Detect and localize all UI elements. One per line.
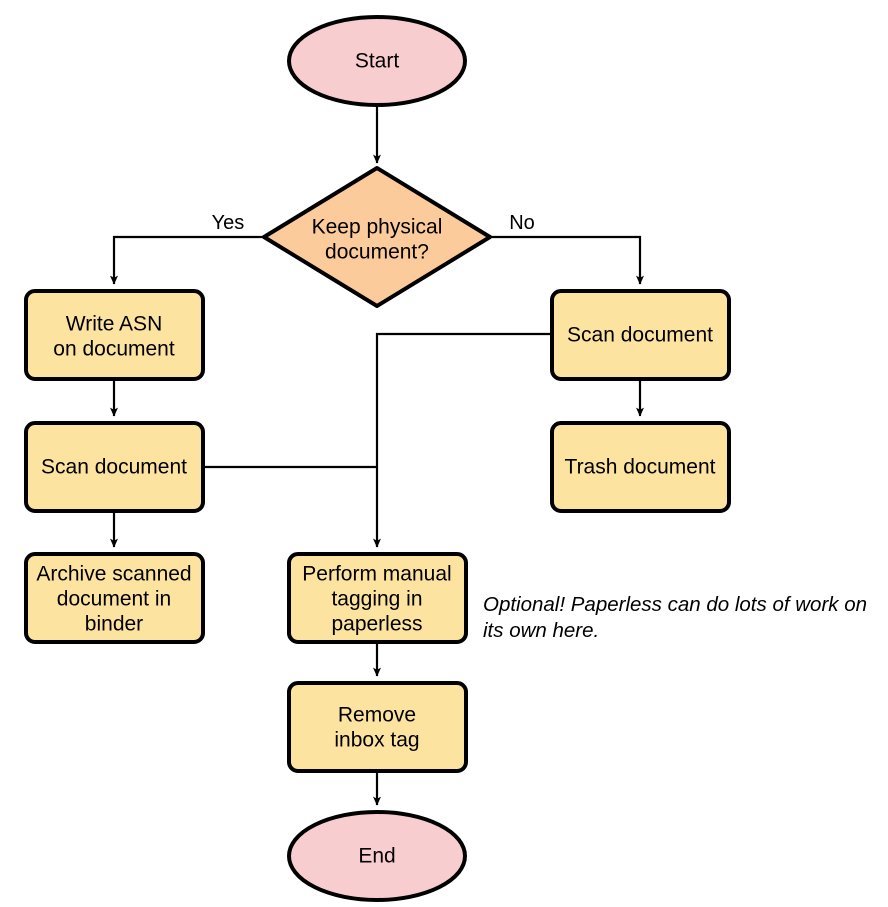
edge-decision-to-write-asn — [110, 235, 264, 285]
decision-label-line-2: document? — [325, 241, 429, 264]
remove-inbox-tag-label-line-1: Remove — [338, 704, 416, 727]
edge-scan-right-to-tagging — [373, 332, 552, 548]
optional-note-annotation: Optional! Paperless can do lots of work … — [483, 593, 867, 642]
decision-diamond — [262, 166, 492, 308]
edge-label-no: No — [509, 212, 535, 234]
edge-label-yes: Yes — [212, 212, 245, 234]
edge-decision-to-scan-right — [490, 235, 644, 285]
node-start[interactable]: Start — [287, 15, 467, 107]
archive-label-line-3: binder — [85, 613, 143, 636]
end-ellipse — [287, 810, 467, 902]
archive-scanned-box — [24, 552, 205, 644]
node-scan-document-right[interactable]: Scan document — [550, 289, 731, 381]
annotation-line-1: Optional! Paperless can do lots of work … — [483, 593, 867, 616]
node-scan-document-left[interactable]: Scan document — [24, 421, 205, 513]
node-archive-scanned-document-in-binder[interactable]: Archive scanned document in binder — [24, 552, 205, 644]
scan-document-left-label: Scan document — [41, 456, 187, 479]
tagging-label-line-2: tagging in — [331, 588, 422, 611]
trash-document-box — [550, 421, 731, 513]
decision-label-line-1: Keep physical — [312, 216, 443, 239]
trash-document-label: Trash document — [565, 456, 716, 479]
scan-document-left-box — [24, 421, 205, 513]
archive-label-line-2: document in — [57, 588, 171, 611]
tagging-label-line-1: Perform manual — [302, 563, 451, 586]
write-asn-label-line-1: Write ASN — [66, 313, 162, 336]
node-perform-manual-tagging-in-paperless[interactable]: Perform manual tagging in paperless — [287, 552, 468, 644]
archive-label-line-1: Archive scanned — [36, 563, 191, 586]
perform-manual-tagging-box — [287, 552, 468, 644]
node-end[interactable]: End — [287, 810, 467, 902]
start-ellipse — [287, 15, 467, 107]
annotation-line-2: its own here. — [483, 619, 599, 642]
end-label: End — [358, 845, 395, 868]
write-asn-box — [24, 289, 205, 381]
remove-inbox-tag-label-line-2: inbox tag — [334, 729, 419, 752]
write-asn-label-line-2: on document — [53, 338, 175, 361]
node-remove-inbox-tag[interactable]: Remove inbox tag — [287, 681, 468, 773]
start-label: Start — [355, 50, 400, 73]
tagging-label-line-3: paperless — [331, 613, 422, 636]
node-trash-document[interactable]: Trash document — [550, 421, 731, 513]
node-keep-physical-document[interactable]: Keep physical document? — [262, 166, 492, 308]
edge-group — [110, 105, 644, 806]
scan-document-right-box — [550, 289, 731, 381]
remove-inbox-tag-box — [287, 681, 468, 773]
scan-document-right-label: Scan document — [567, 324, 713, 347]
node-write-asn-on-document[interactable]: Write ASN on document — [24, 289, 205, 381]
